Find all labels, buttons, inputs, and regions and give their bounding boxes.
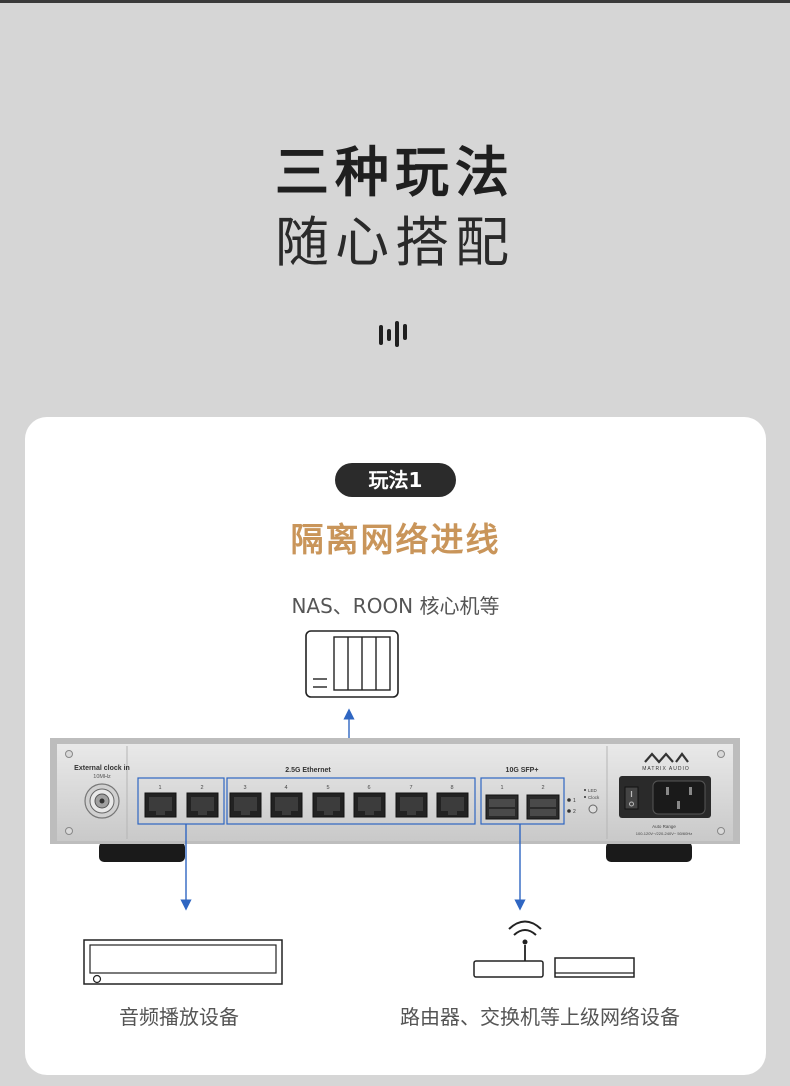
sfp-port-number: 1	[500, 785, 503, 791]
ethernet-port-6[interactable]: 6	[353, 785, 386, 818]
clock-sub-label: 10MHz	[93, 774, 111, 780]
ethernet-port-number: 7	[409, 785, 412, 791]
left-foot	[99, 842, 185, 862]
sfp-port-2[interactable]: 2	[526, 785, 560, 820]
ethernet-ports: 1 2 3 4 5 6 7 8	[144, 785, 469, 818]
sfp-port-1[interactable]: 1	[485, 785, 519, 820]
lan-group-box	[226, 777, 476, 825]
ethernet-port-number: 3	[243, 785, 246, 791]
right-foot	[606, 842, 692, 862]
sfp-port-number: 2	[541, 785, 544, 791]
mode-badge: 玩法1	[335, 463, 456, 497]
ethernet-port-number: 6	[367, 785, 370, 791]
nas-icon	[305, 630, 399, 698]
sfp-label: 10G SFP+	[506, 767, 539, 774]
led-label: LED	[588, 788, 598, 793]
ethernet-port-8[interactable]: 8	[436, 785, 469, 818]
ethernet-port-number: 8	[450, 785, 453, 791]
nas-caption: NAS、ROON 核心机等	[291, 594, 500, 618]
ethernet-port-4[interactable]: 4	[270, 785, 303, 818]
audio-player-icon	[83, 939, 283, 985]
mode-heading: 隔离网络进线	[290, 520, 501, 559]
power-module	[619, 776, 711, 818]
led-indicators: 1 2 LED Clock	[567, 788, 600, 815]
power-spec: 100-120V~/220-240V~ 50/60Hz	[636, 831, 693, 836]
sound-wave-icon	[379, 321, 407, 347]
clock-led-label: Clock	[588, 795, 600, 800]
sfp-group-box	[480, 777, 565, 825]
ethernet-port-5[interactable]: 5	[312, 785, 345, 818]
router-caption: 路由器、交换机等上级网络设备	[400, 1005, 680, 1029]
switch-icon	[554, 957, 635, 978]
router-icon	[473, 920, 544, 978]
top-border	[0, 0, 790, 3]
ethernet-port-3[interactable]: 3	[229, 785, 262, 818]
brand-label: MATRIX AUDIO	[642, 766, 689, 772]
ethernet-port-number: 4	[284, 785, 287, 791]
ethernet-port-7[interactable]: 7	[395, 785, 428, 818]
ethernet-port-number: 1	[158, 785, 161, 791]
led-number-1: 1	[573, 798, 576, 804]
player-caption: 音频播放设备	[119, 1005, 239, 1029]
power-label: Auto Range	[652, 824, 676, 829]
ethernet-port-2[interactable]: 2	[186, 785, 219, 818]
ethernet-port-1[interactable]: 1	[144, 785, 177, 818]
ethernet-port-number: 5	[326, 785, 329, 791]
page-title: 三种玩法	[275, 141, 515, 204]
clock-label: External clock in	[74, 765, 130, 772]
led-number-2: 2	[573, 809, 576, 815]
ethernet-port-number: 2	[200, 785, 203, 791]
matrix-audio-logo	[644, 752, 689, 764]
bnc-connector[interactable]	[84, 783, 120, 819]
ethernet-label: 2.5G Ethernet	[285, 767, 331, 774]
page-subtitle: 随心搭配	[275, 211, 515, 274]
uplink-group-box	[137, 777, 225, 825]
